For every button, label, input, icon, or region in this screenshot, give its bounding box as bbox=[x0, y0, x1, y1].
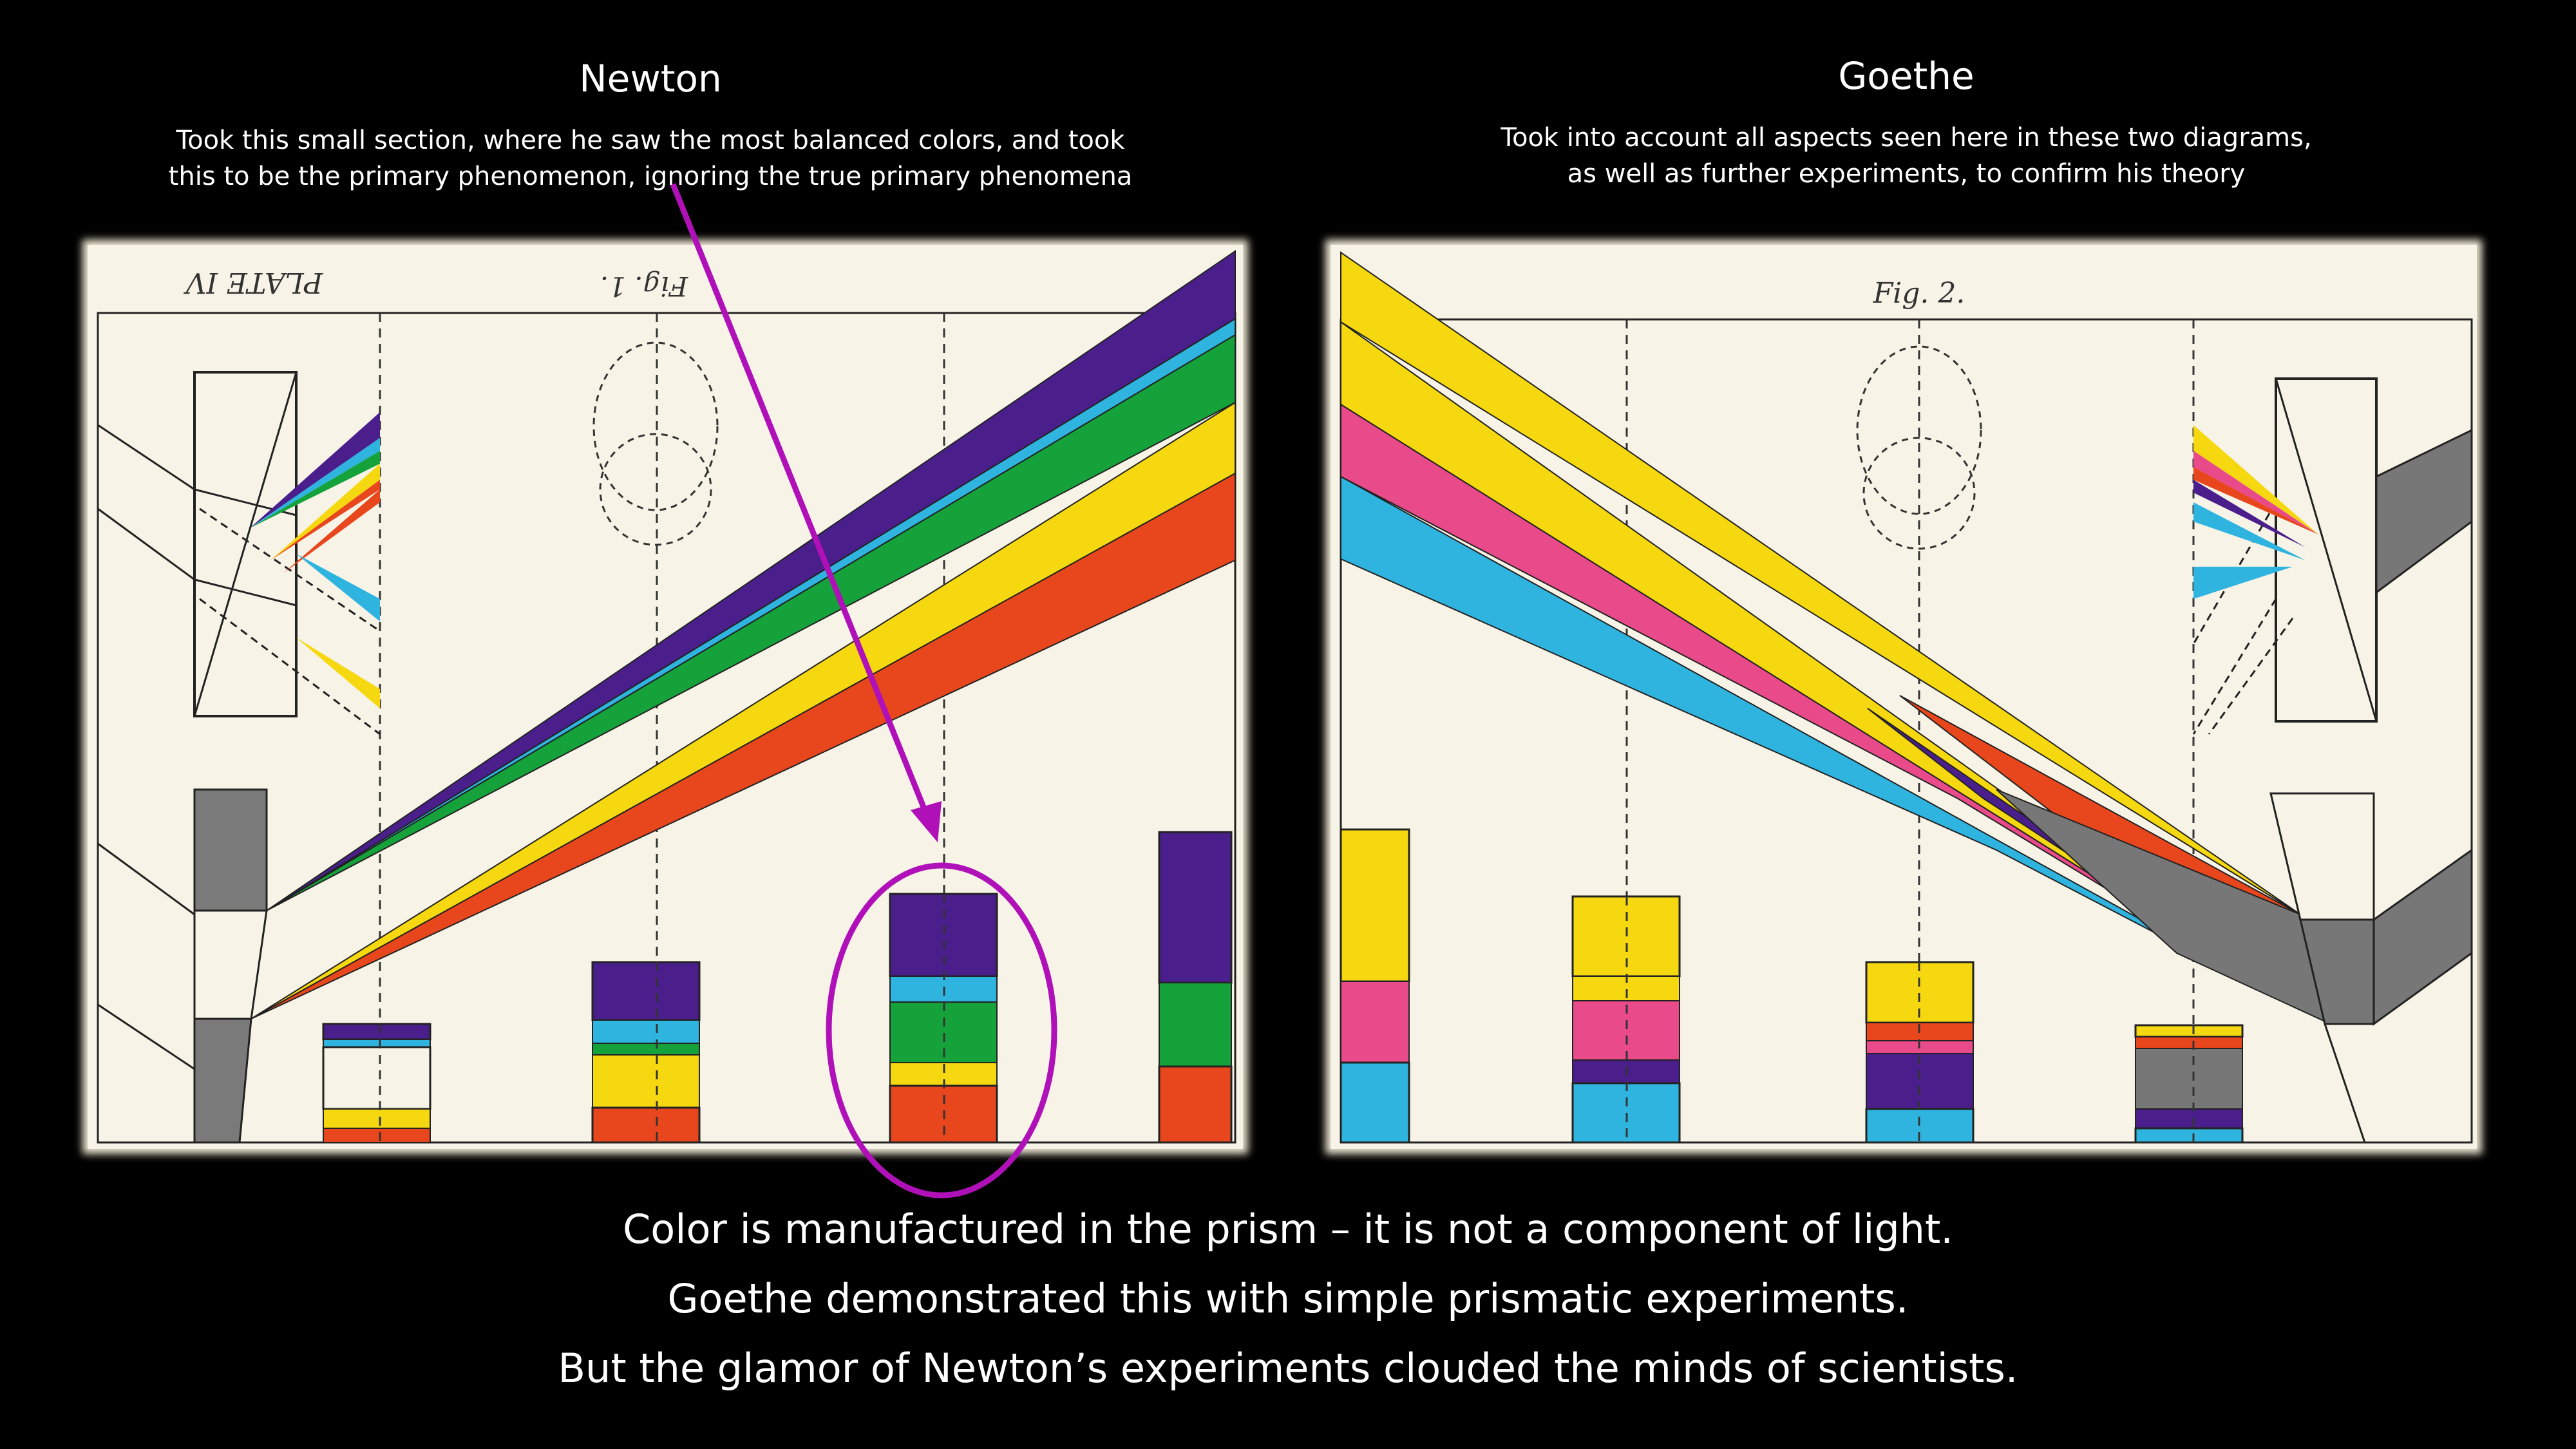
goethe-title: Goethe bbox=[1838, 54, 1975, 98]
caption-line-2: Goethe demonstrated this with simple pri… bbox=[667, 1275, 1909, 1322]
newton-subtitle-line-2: this to be the primary phenomenon, ignor… bbox=[168, 162, 1133, 191]
goethe-bar-1 bbox=[1340, 828, 1410, 1144]
goethe-bar-4 bbox=[2134, 1024, 2244, 1144]
newton-lower-prism bbox=[97, 788, 268, 1144]
newton-bar-2 bbox=[591, 961, 701, 1144]
goethe-fig-label: Fig. 2. bbox=[1873, 277, 1965, 310]
highlight-arrow-head bbox=[911, 801, 942, 842]
newton-subtitle-line-1: Took this small section, where he saw th… bbox=[176, 126, 1125, 155]
goethe-eye-outline bbox=[1856, 345, 1982, 515]
caption-line-3: But the glamor of Newton’s experiments c… bbox=[558, 1345, 2018, 1392]
goethe-plate: Fig. 2. bbox=[1325, 240, 2482, 1154]
newton-upper-small-spectra bbox=[250, 412, 380, 708]
highlight-arrow-line bbox=[670, 183, 931, 818]
newton-bar-4 bbox=[1158, 831, 1233, 1144]
highlight-ellipse bbox=[826, 862, 1057, 1198]
goethe-spectrum-rays bbox=[1340, 251, 2326, 1023]
goethe-lower-prism bbox=[2269, 792, 2473, 1143]
goethe-subtitle: Took into account all aspects seen here … bbox=[1391, 120, 2421, 192]
goethe-subtitle-line-2: as well as further experiments, to confi… bbox=[1567, 159, 2246, 189]
newton-plate-label: PLATE IV bbox=[183, 266, 323, 299]
caption-line-1: Color is manufactured in the prism – it … bbox=[623, 1206, 1953, 1253]
newton-upper-prism bbox=[97, 371, 381, 735]
newton-spectrum-rays bbox=[251, 250, 1236, 1019]
newton-bar-1 bbox=[322, 1023, 431, 1143]
goethe-bar-3 bbox=[1865, 961, 1975, 1144]
goethe-eye-inner bbox=[1862, 437, 1976, 550]
newton-eye-outline bbox=[592, 341, 719, 511]
newton-fig-label: Fig. 1. bbox=[600, 270, 688, 302]
goethe-upper-small-spectra bbox=[2193, 425, 2318, 599]
newton-subtitle: Took this small section, where he saw th… bbox=[97, 122, 1204, 194]
newton-plate: PLATE IV Fig. 1. bbox=[82, 240, 1248, 1154]
goethe-subtitle-line-1: Took into account all aspects seen here … bbox=[1501, 123, 2312, 153]
newton-eye-inner bbox=[599, 433, 712, 546]
newton-title: Newton bbox=[579, 57, 722, 100]
